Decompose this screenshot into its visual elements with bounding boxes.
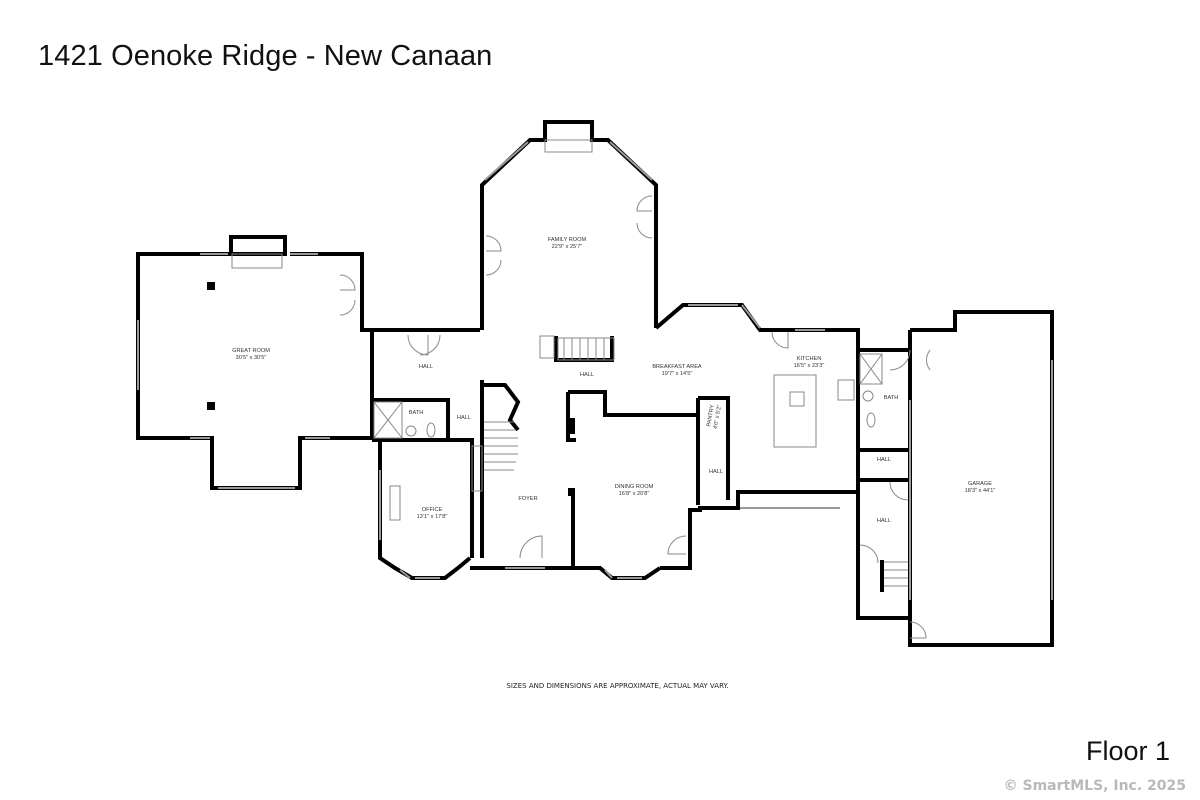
page-title: 1421 Oenoke Ridge - New Canaan [38, 40, 493, 72]
room-label-kitchen: KITCHEN [797, 356, 822, 362]
walls [136, 120, 1054, 647]
room-dims-garage: 18'3" x 44'1" [965, 488, 996, 494]
room-label-bath: BATH [884, 395, 899, 401]
room-label-hall: HALL [709, 469, 723, 475]
room-label-bath: BATH [409, 410, 424, 416]
room-dims-dining-room: 16'8" x 20'8" [619, 491, 650, 497]
room-dims-office: 13'1" x 17'8" [417, 514, 448, 520]
room-label-hall: HALL [419, 364, 433, 370]
windows [137, 141, 1053, 600]
room-dims-breakfast-area: 19'7" x 14'5" [662, 371, 693, 377]
room-label-breakfast-area: BREAKFAST AREA [652, 364, 702, 370]
room-label-foyer: FOYER [518, 496, 537, 502]
columns [207, 282, 575, 496]
room-label-hall: HALL [457, 415, 471, 421]
room-dims-kitchen: 16'5" x 23'3" [794, 363, 825, 369]
room-label-hall: HALL [877, 457, 891, 463]
floor-label: Floor 1 [1085, 736, 1170, 766]
room-dims-great-room: 30'5" x 30'5" [236, 355, 267, 361]
disclaimer-text: SIZES AND DIMENSIONS ARE APPROXIMATE, AC… [506, 682, 729, 690]
room-label-office: OFFICE [422, 507, 443, 513]
fixtures [231, 139, 931, 639]
room-label-dining-room: DINING ROOM [615, 484, 654, 490]
room-label-great-room: GREAT ROOM [232, 348, 270, 354]
room-label-garage: GARAGE [968, 481, 992, 487]
room-label-hall: HALL [580, 372, 594, 378]
room-label-hall: HALL [877, 518, 891, 524]
room-label-pantry: PANTRY [706, 404, 716, 427]
room-dims-pantry: 4'0" x 5'2" [713, 404, 723, 429]
copyright-notice: © SmartMLS, Inc. 2025 [1003, 778, 1186, 794]
room-labels: GREAT ROOM 30'5" x 30'5" FAMILY ROOM 22'… [232, 237, 995, 524]
room-label-family-room: FAMILY ROOM [548, 237, 587, 243]
room-dims-family-room: 22'9" x 25'7" [552, 244, 583, 250]
